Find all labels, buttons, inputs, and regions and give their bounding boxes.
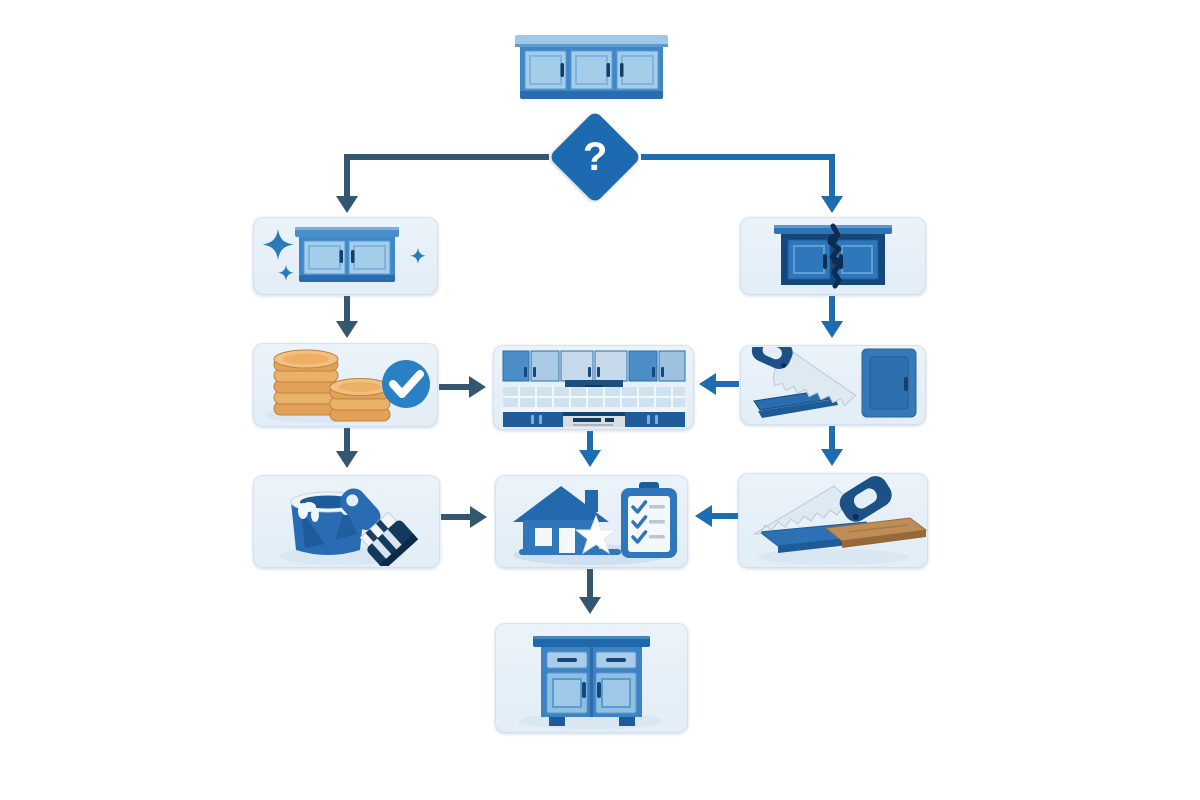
arrowhead bbox=[470, 506, 487, 528]
arrowhead bbox=[821, 321, 843, 338]
question-mark: ? bbox=[582, 135, 608, 179]
paint-can-brush-icon bbox=[279, 487, 419, 566]
node-branch-left bbox=[253, 217, 438, 295]
node-left-step-1 bbox=[253, 343, 438, 427]
house-star-checklist-icon bbox=[512, 481, 677, 565]
cracked-cabinet-icon bbox=[774, 223, 892, 289]
arrowhead bbox=[469, 376, 486, 398]
node-left-step-2 bbox=[253, 475, 440, 568]
arrowhead bbox=[336, 196, 358, 213]
base-cabinet-icon bbox=[519, 635, 663, 729]
node-center-step bbox=[495, 475, 688, 568]
saw-wood-plank-icon bbox=[752, 475, 928, 565]
node-right-step-2 bbox=[738, 473, 928, 568]
edge-decision-to-left bbox=[344, 154, 549, 198]
node-branch-right bbox=[740, 217, 926, 295]
node-end bbox=[495, 623, 688, 733]
kitchen-scene-icon bbox=[500, 350, 687, 427]
edge-decision-to-right bbox=[641, 154, 835, 198]
arrowhead bbox=[579, 450, 601, 467]
arrowhead bbox=[821, 449, 843, 466]
node-right-step-1 bbox=[740, 345, 926, 425]
arrowhead bbox=[579, 597, 601, 614]
node-decision: ? bbox=[548, 110, 642, 204]
sparkling-cabinet-icon bbox=[262, 227, 426, 282]
wall-cabinet-icon bbox=[515, 35, 668, 99]
star-icon bbox=[574, 514, 617, 554]
arrowhead bbox=[336, 321, 358, 338]
blue-connectors bbox=[587, 154, 835, 519]
arrowhead bbox=[821, 196, 843, 213]
arrowhead bbox=[695, 505, 712, 527]
arrowhead bbox=[336, 451, 358, 468]
node-center-merge bbox=[493, 345, 694, 430]
arrowhead bbox=[699, 373, 716, 395]
coins-checkmark-icon bbox=[265, 349, 430, 423]
saw-cabinet-door-icon bbox=[751, 347, 917, 418]
node-start bbox=[515, 35, 668, 105]
